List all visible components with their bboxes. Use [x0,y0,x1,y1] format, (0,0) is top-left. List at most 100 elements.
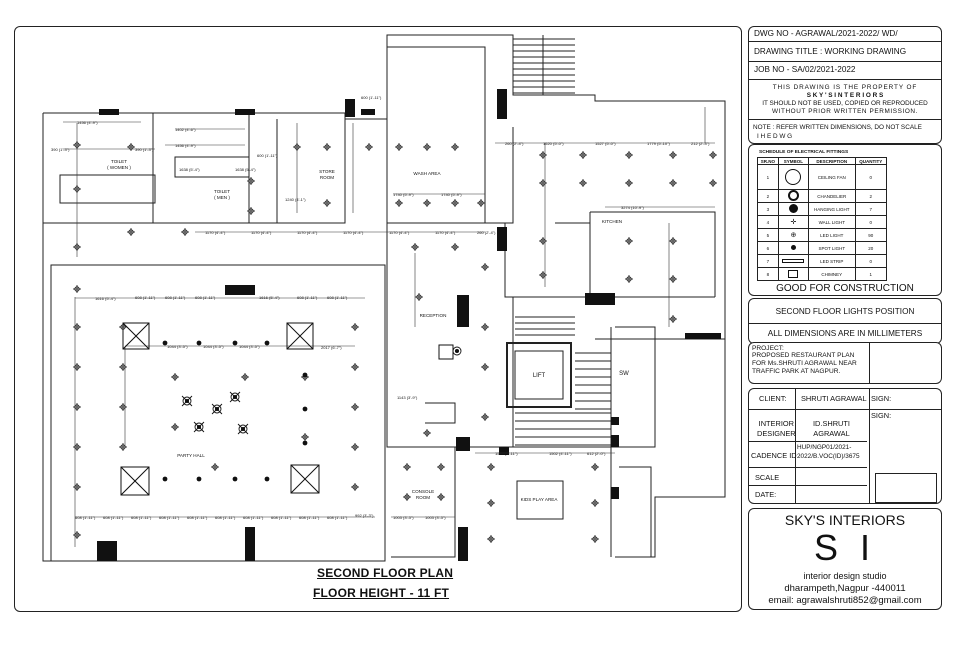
kids-play-box [516,480,564,520]
svg-text:260 (2'-4"): 260 (2'-4") [505,141,524,146]
brand-name: SKY'S INTERIORS [784,512,906,528]
property-line-3: IT SHOULD NOT BE USED, COPIED OR REPRODU… [762,100,928,107]
brand-mark: S I [813,527,876,568]
svg-text:1740 (5'-9"): 1740 (5'-9") [393,192,414,197]
svg-text:608 (1'-11"): 608 (1'-11") [215,515,236,520]
svg-text:1240 (4'-1"): 1240 (4'-1") [285,197,306,202]
client-label: CLIENT: [759,394,787,403]
plan-caption-title: SECOND FLOOR PLAN [317,566,454,580]
svg-text:608 (1'-11"): 608 (1'-11") [243,515,264,520]
svg-text:1502 (4'-11"): 1502 (4'-11") [549,451,572,456]
designer-label: INTERIOR DESIGNER [757,419,796,438]
stamp-box [875,473,937,503]
svg-text:390 (1'-3"): 390 (1'-3") [135,147,154,152]
svg-text:1638 (5'-4"): 1638 (5'-4") [179,167,200,172]
dwg-no: DWG NO - AGRAWAL/2021-2022/ WD/ [754,29,898,38]
svg-text:608 (1'-11"): 608 (1'-11") [297,295,318,300]
svg-text:1456 (4'-9"): 1456 (4'-9") [175,143,196,148]
wall-light-icon: ✛ [790,218,797,226]
job-no: JOB NO - SA/02/2021-2022 [754,65,856,74]
svg-text:1170 (4'-4"): 1170 (4'-4") [297,230,318,235]
svg-text:ROOM: ROOM [416,495,430,500]
svg-text:1170 (4'-4"): 1170 (4'-4") [435,230,456,235]
led-lights [73,141,717,543]
svg-text:ROOM: ROOM [320,175,334,180]
svg-text:608 (1'-11"): 608 (1'-11") [135,295,156,300]
svg-text:1003 (3'-3"): 1003 (3'-3") [393,515,414,520]
svg-text:( MEN ): ( MEN ) [214,195,230,200]
svg-text:1044 (3'-5"): 1044 (3'-5") [203,344,224,349]
sched-header-no: SR.NO [757,157,779,165]
cadence-label: CADENCE ID [751,451,797,460]
sign-label-1: SIGN: [871,394,892,403]
svg-text:1500 (4'-11"): 1500 (4'-11") [495,451,518,456]
label-wash: WASH AREA [413,171,441,176]
svg-text:608 (1'-11"): 608 (1'-11") [159,515,180,520]
svg-text:1456 (4'-9"): 1456 (4'-9") [77,120,98,125]
ceiling-fan-icon [785,168,802,185]
svg-text:( WOMEN ): ( WOMEN ) [107,165,131,170]
brand-tagline: interior design studio [803,571,887,581]
label-lift: LIFT [533,373,546,379]
date-label: DATE: [755,490,777,499]
svg-text:1044 (3'-5"): 1044 (3'-5") [239,344,260,349]
schedule-box: SCHEDULE OF ELECTRICAL FITTINGS SR.NO SY… [748,144,942,296]
svg-text:608 (1'-11"): 608 (1'-11") [299,515,320,520]
led-light-icon: ⊕ [790,231,797,239]
svg-text:1527 (5'-0"): 1527 (5'-0") [595,141,616,146]
label-reception: RECEPTION [420,313,447,318]
svg-text:608 (1'-11"): 608 (1'-11") [195,295,216,300]
label-kids: KIDS PLAY AREA [521,497,559,502]
svg-text:1638 (5'-4"): 1638 (5'-4") [235,167,256,172]
label-toilet-women: TOILET [111,159,127,164]
drawing-title: DRAWING TITLE : WORKING DRAWING [754,47,907,56]
property-line-2: S K Y ' S I N T E R I O R S [806,92,884,99]
spot-lights [162,340,308,482]
label-sw: SW [619,371,629,377]
svg-text:600 (1'-11"): 600 (1'-11") [257,153,278,158]
schedule-title: SCHEDULE OF ELECTRICAL FITTINGS [759,150,849,155]
scale-label: SCALE [755,473,780,482]
svg-text:608 (1'-11"): 608 (1'-11") [327,295,348,300]
svg-text:1520 (5'-0"): 1520 (5'-0") [543,141,564,146]
svg-text:608 (1'-11"): 608 (1'-11") [271,515,292,520]
svg-text:608 (1'-11"): 608 (1'-11") [165,295,186,300]
brand-address: dharampeth,Nagpur -440011 [784,583,906,594]
sign-label-2: SIGN: [871,411,892,420]
svg-text:1616 (5'-4"): 1616 (5'-4") [259,295,280,300]
svg-text:3274 (10'-9"): 3274 (10'-9") [621,205,645,210]
svg-text:1003 (3'-3"): 1003 (3'-3") [425,515,446,520]
project-line-1: PROPOSED RESTAURANT PLAN [752,352,855,359]
columns [97,89,721,561]
sheet-title-box: SECOND FLOOR LIGHTS POSITION ALL DIMENSI… [748,298,942,344]
drawing-sheet: TOILET ( WOMEN ) TOILET ( MEN ) STORE RO… [14,26,742,612]
svg-text:608 (1'-11"): 608 (1'-11") [103,515,124,520]
label-console: CONSOLE [412,489,434,494]
chimney-icon [788,269,799,278]
brand-email: email: agrawalshruti852@gmail.com [768,595,922,606]
project-line-3: TRAFFIC PARK AT NAGPUR. [752,368,841,375]
brand-box: SKY'S INTERIORS S I interior design stud… [748,508,942,610]
svg-text:612 (2'-0"): 612 (2'-0") [587,451,606,456]
svg-text:1170 (4'-4"): 1170 (4'-4") [343,230,364,235]
spot-light-icon [790,245,796,250]
svg-text:1779 (5'-10"): 1779 (5'-10") [647,141,671,146]
label-toilet-men: TOILET [214,189,230,194]
chandeliers [120,322,454,496]
header-box: DWG NO - AGRAWAL/2021-2022/ WD/ DRAWING … [748,26,942,144]
project-label: PROJECT: [752,345,784,352]
svg-text:260 (2'-4"): 260 (2'-4") [477,230,496,235]
project-box: PROJECT: PROPOSED RESTAURANT PLAN FOR Ms… [748,342,942,384]
led-strip-icon [782,258,805,263]
units-note: ALL DIMENSIONS ARE IN MILLIMETERS [767,329,923,338]
svg-text:1740 (5'-9"): 1740 (5'-9") [441,192,462,197]
svg-text:600 (1'-11"): 600 (1'-11") [361,95,382,100]
designer-value: ID.SHRUTI AGRAWAL [813,419,850,438]
note-line-1: NOTE : REFER WRITTEN DIMENSIONS, DO NOT … [753,124,922,131]
svg-text:1170 (4'-4"): 1170 (4'-4") [389,230,410,235]
